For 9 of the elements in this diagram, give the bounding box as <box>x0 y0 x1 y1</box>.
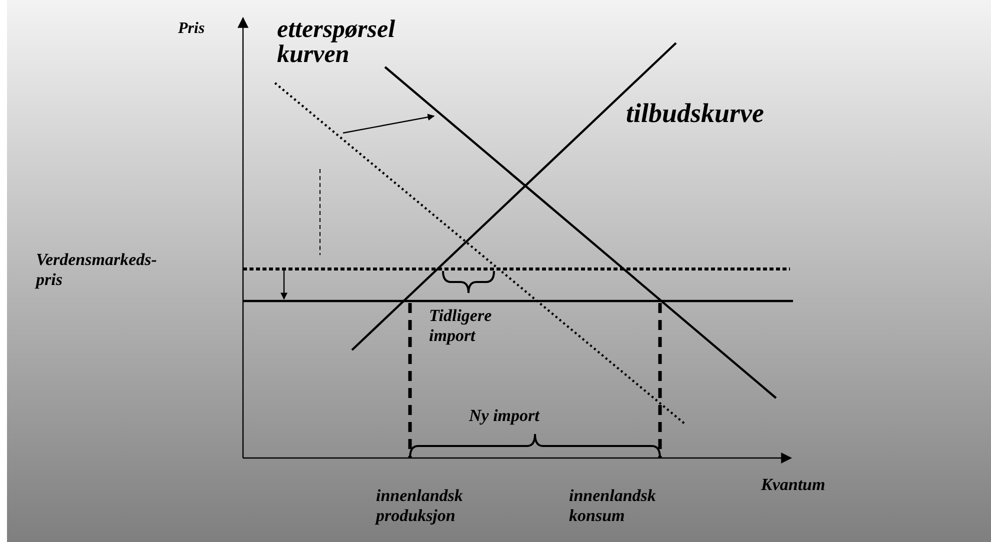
quantity-label: innenlandsk produksjon <box>376 486 464 526</box>
axis-label: Kvantum <box>761 475 826 495</box>
import-label: Tidligere import <box>429 306 493 346</box>
axis-label: Pris <box>178 20 206 38</box>
quantity-label: innenlandsk konsum <box>569 486 657 526</box>
import-label: Ny import <box>469 406 541 426</box>
curve-label: tilbudskurve <box>626 98 766 130</box>
price-label: Verdensmarkeds-pris <box>36 250 158 290</box>
curve-label: etterspørsel kurven <box>277 17 396 67</box>
